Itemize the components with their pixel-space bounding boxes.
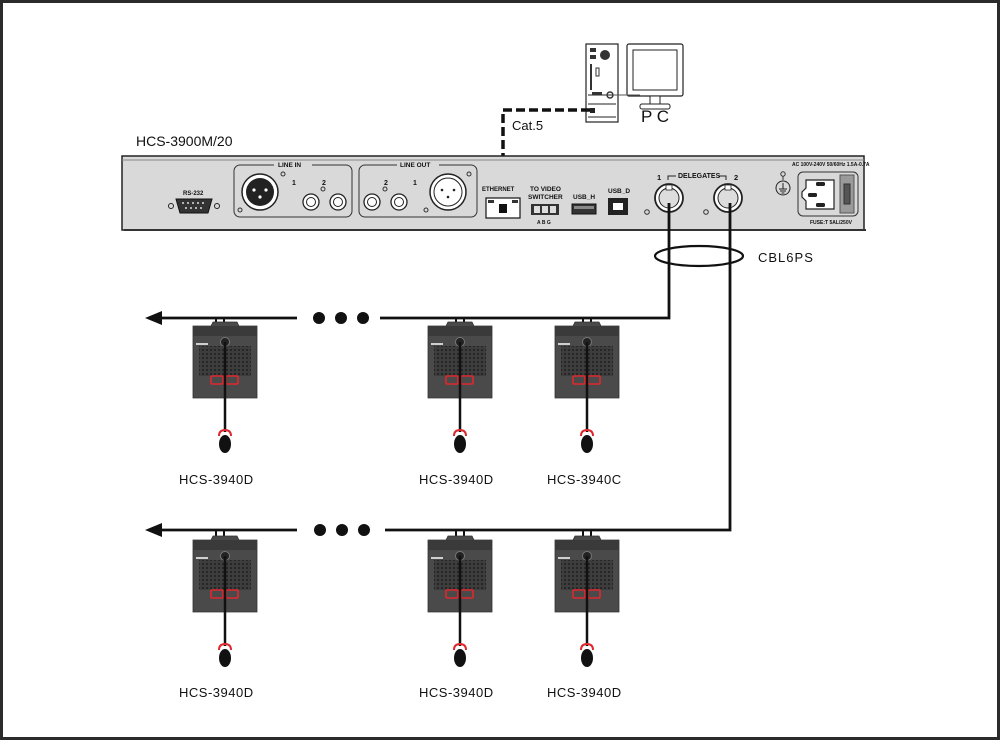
delegates-ports	[644, 175, 743, 215]
ground-icon	[775, 171, 791, 196]
power-rating-label: AC 100V-240V 50/60Hz 1.5A-0.7A	[792, 162, 870, 168]
line-out-group	[358, 161, 478, 218]
cbl6ps-label: CBL6PS	[758, 250, 814, 265]
line-in-ch2: 2	[322, 180, 326, 187]
ethernet-port	[485, 197, 521, 219]
row1-unit-3-label: HCS-3940C	[547, 472, 622, 487]
cable-bundle-ellipse	[653, 244, 745, 268]
usb-d-slot	[613, 203, 623, 210]
row2-unit-3-label: HCS-3940D	[547, 685, 622, 700]
video-switcher-pins: A B G	[537, 220, 551, 226]
row1-unit-2-label: HCS-3940D	[419, 472, 494, 487]
rs232-port	[168, 198, 220, 214]
row1-arrow-icon	[145, 311, 162, 325]
row1-unit-2	[426, 318, 494, 455]
cbl6ps-cables	[586, 203, 732, 532]
video-switcher-label-2: SWITCHER	[528, 194, 563, 201]
pc-label: P C	[641, 107, 669, 126]
fuse-label: FUSE:T 5AL/250V	[810, 220, 853, 226]
delegates-label: DELEGATES	[678, 173, 721, 180]
row2-unit-2	[426, 530, 494, 669]
video-switcher-label-1: TO VIDEO	[530, 186, 561, 193]
line-out-label: LINE OUT	[400, 162, 430, 169]
main-unit-model: HCS-3900M/20	[136, 133, 233, 149]
power-inlet	[797, 171, 859, 217]
row1-unit-1-label: HCS-3940D	[179, 472, 254, 487]
delegates-port-1-label: 1	[657, 173, 661, 182]
row2-arrow-icon	[145, 523, 162, 537]
usb-h-label: USB_H	[573, 194, 595, 201]
rs232-label: RS-232	[183, 191, 204, 197]
row1-ellipsis	[313, 312, 369, 324]
line-out-ch2: 2	[384, 180, 388, 187]
ethernet-label: ETHERNET	[482, 187, 515, 193]
row1-unit-1	[191, 318, 259, 455]
cat5-label: Cat.5	[512, 118, 543, 133]
video-switcher-port	[531, 204, 559, 215]
pc-tower	[585, 43, 619, 123]
row1-unit-3	[553, 318, 621, 455]
row2-unit-1-label: HCS-3940D	[179, 685, 254, 700]
delegates-port-2-label: 2	[734, 173, 738, 182]
row2-unit-1	[191, 530, 259, 669]
row2-unit-2-label: HCS-3940D	[419, 685, 494, 700]
row2-ellipsis	[314, 524, 370, 536]
row2-unit-3	[553, 530, 621, 669]
line-out-ch1: 1	[413, 180, 417, 187]
pc-monitor	[613, 43, 684, 110]
usb-d-label: USB_D	[608, 188, 630, 195]
line-in-ch1: 1	[292, 180, 296, 187]
usb-h-slot	[574, 206, 594, 209]
line-in-label: LINE IN	[278, 162, 301, 169]
line-in-group	[233, 161, 353, 218]
